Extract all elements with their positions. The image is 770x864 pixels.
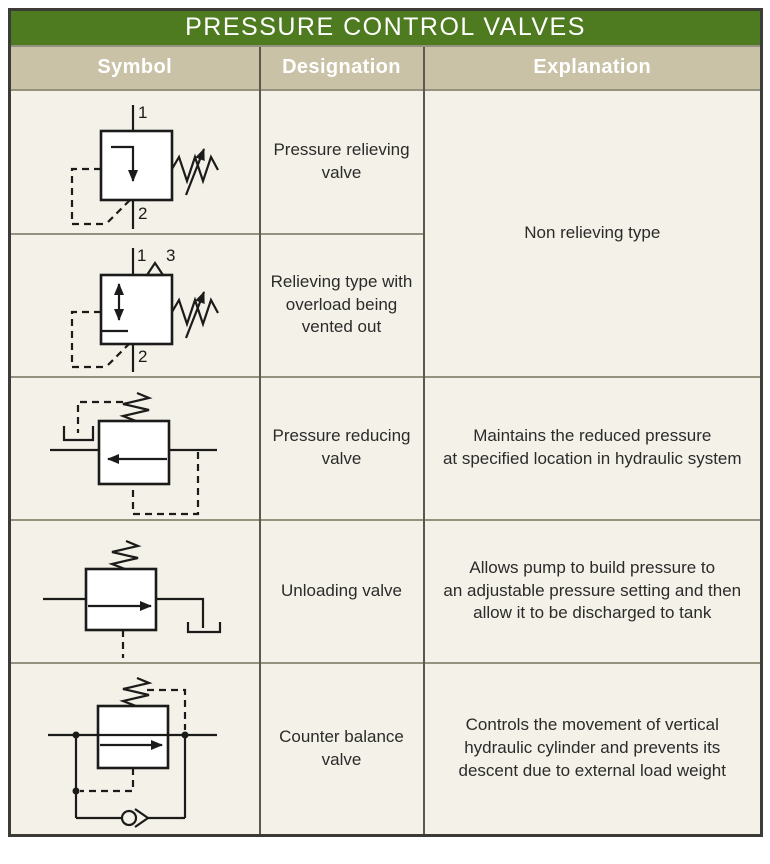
outlet-line [156,597,205,628]
port-2-label: 2 [138,204,147,223]
tank-icon [187,621,222,633]
remote-pilot-dashed [147,688,187,730]
explanation-counter-balance: Controls the movement of vertical hydrau… [422,661,762,835]
port-1-label: 1 [137,246,146,265]
designation-relieving-vented: Relieving type with overload being vente… [258,232,424,377]
table-row: 1 3 2 Relieving type with overload being… [8,232,762,377]
table-title: PRESSURE CONTROL VALVES [9,9,762,46]
flow-arrow-down [111,145,139,182]
table-row: Pressure reducing valve Maintains the re… [8,375,762,520]
vent-drain-dashed [77,400,124,433]
port-1-label: 1 [138,103,147,122]
designation-counter-balance: Counter balance valve [258,661,424,835]
valve-body-square [99,273,174,345]
pilot-line-diagonal [107,341,132,366]
symbol-cell-pressure-relieving: 1 2 [8,88,260,234]
column-header-explanation: Explanation [422,44,762,90]
symbol-cell-pressure-reducing [8,375,260,520]
adjustability-arrow-icon [185,147,206,195]
spring-icon [171,153,220,184]
pilot-line-dashed [132,451,200,515]
symbol-cell-unloading [8,518,260,663]
explanation-unloading: Allows pump to build pressure to an adju… [422,518,762,663]
unloading-valve-symbol [43,539,222,658]
valve-body-square [97,419,171,485]
designation-pressure-reducing: Pressure reducing valve [258,375,424,520]
symbol-cell-relieving-vented: 1 3 2 [8,232,260,377]
spring-icon [119,391,153,422]
spring-icon [108,539,142,570]
relieving-type-vented-symbol: 1 3 2 [71,246,220,372]
designation-pressure-relieving: Pressure relieving valve [258,88,424,234]
designation-unloading: Unloading valve [258,518,424,663]
counter-balance-valve-symbol [48,676,218,828]
port-2-label: 2 [138,347,147,366]
pressure-relieving-valve-symbol: 1 2 [71,103,220,229]
pressure-reducing-valve-symbol [50,391,218,515]
check-valve-ball-icon [121,809,138,826]
spring-icon [171,296,220,327]
pilot-line-dashed [80,767,135,792]
pilot-line-diagonal [107,198,132,223]
symbol-cell-counter-balance [8,661,260,835]
table-row: Unloading valve Allows pump to build pre… [8,518,762,663]
pressure-control-valves-table: PRESSURE CONTROL VALVES Symbol Designati… [8,8,764,837]
pilot-line-dashed [71,310,107,368]
adjustability-arrow-icon [185,290,206,338]
table-row: 1 2 Pressure relieving valve Non relievi… [8,88,762,377]
vent-triangle-icon [145,260,166,276]
explanation-non-relieving: Non relieving type [422,88,762,377]
tank-icon [63,425,95,441]
valve-body-square [84,567,158,631]
port-3-label: 3 [166,246,175,265]
column-header-designation: Designation [258,44,424,90]
column-header-symbol: Symbol [8,44,260,90]
junction-dot [181,731,189,738]
spring-icon [119,676,153,707]
pilot-line-dashed [71,167,107,225]
explanation-pressure-reducing: Maintains the reduced pressure at specif… [422,375,762,520]
valve-body-square [99,129,174,201]
valve-body-square [96,704,170,769]
table-row: Counter balance valve Controls the movem… [8,661,762,835]
